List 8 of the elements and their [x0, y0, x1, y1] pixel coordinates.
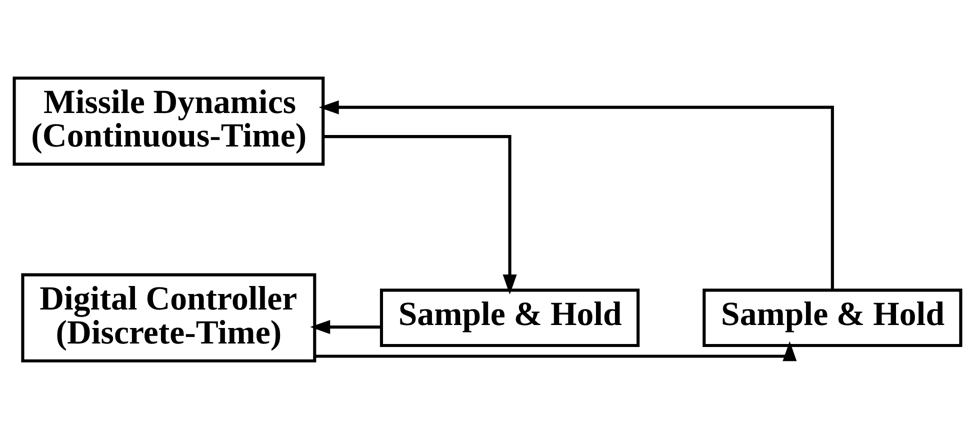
node-box: Sample & Hold	[380, 288, 640, 348]
arrow	[318, 100, 834, 290]
arrow	[314, 341, 797, 362]
node-box: Missile Dynamics (Continuous-Time)	[12, 76, 325, 166]
node-box: Sample & Hold	[702, 288, 962, 348]
node-box: Digital Controller (Discrete-Time)	[21, 273, 316, 362]
arrow	[323, 135, 517, 295]
arrow	[310, 320, 382, 334]
